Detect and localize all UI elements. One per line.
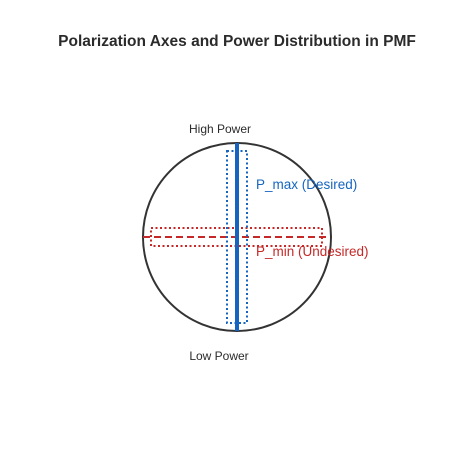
diagram-title: Polarization Axes and Power Distribution… (58, 33, 416, 50)
low-power-label: Low Power (189, 349, 248, 363)
max-axis-label: P_max (Desired) (256, 177, 357, 192)
high-power-label: High Power (189, 122, 251, 136)
min-axis-label: P_min (Undesired) (256, 244, 369, 259)
